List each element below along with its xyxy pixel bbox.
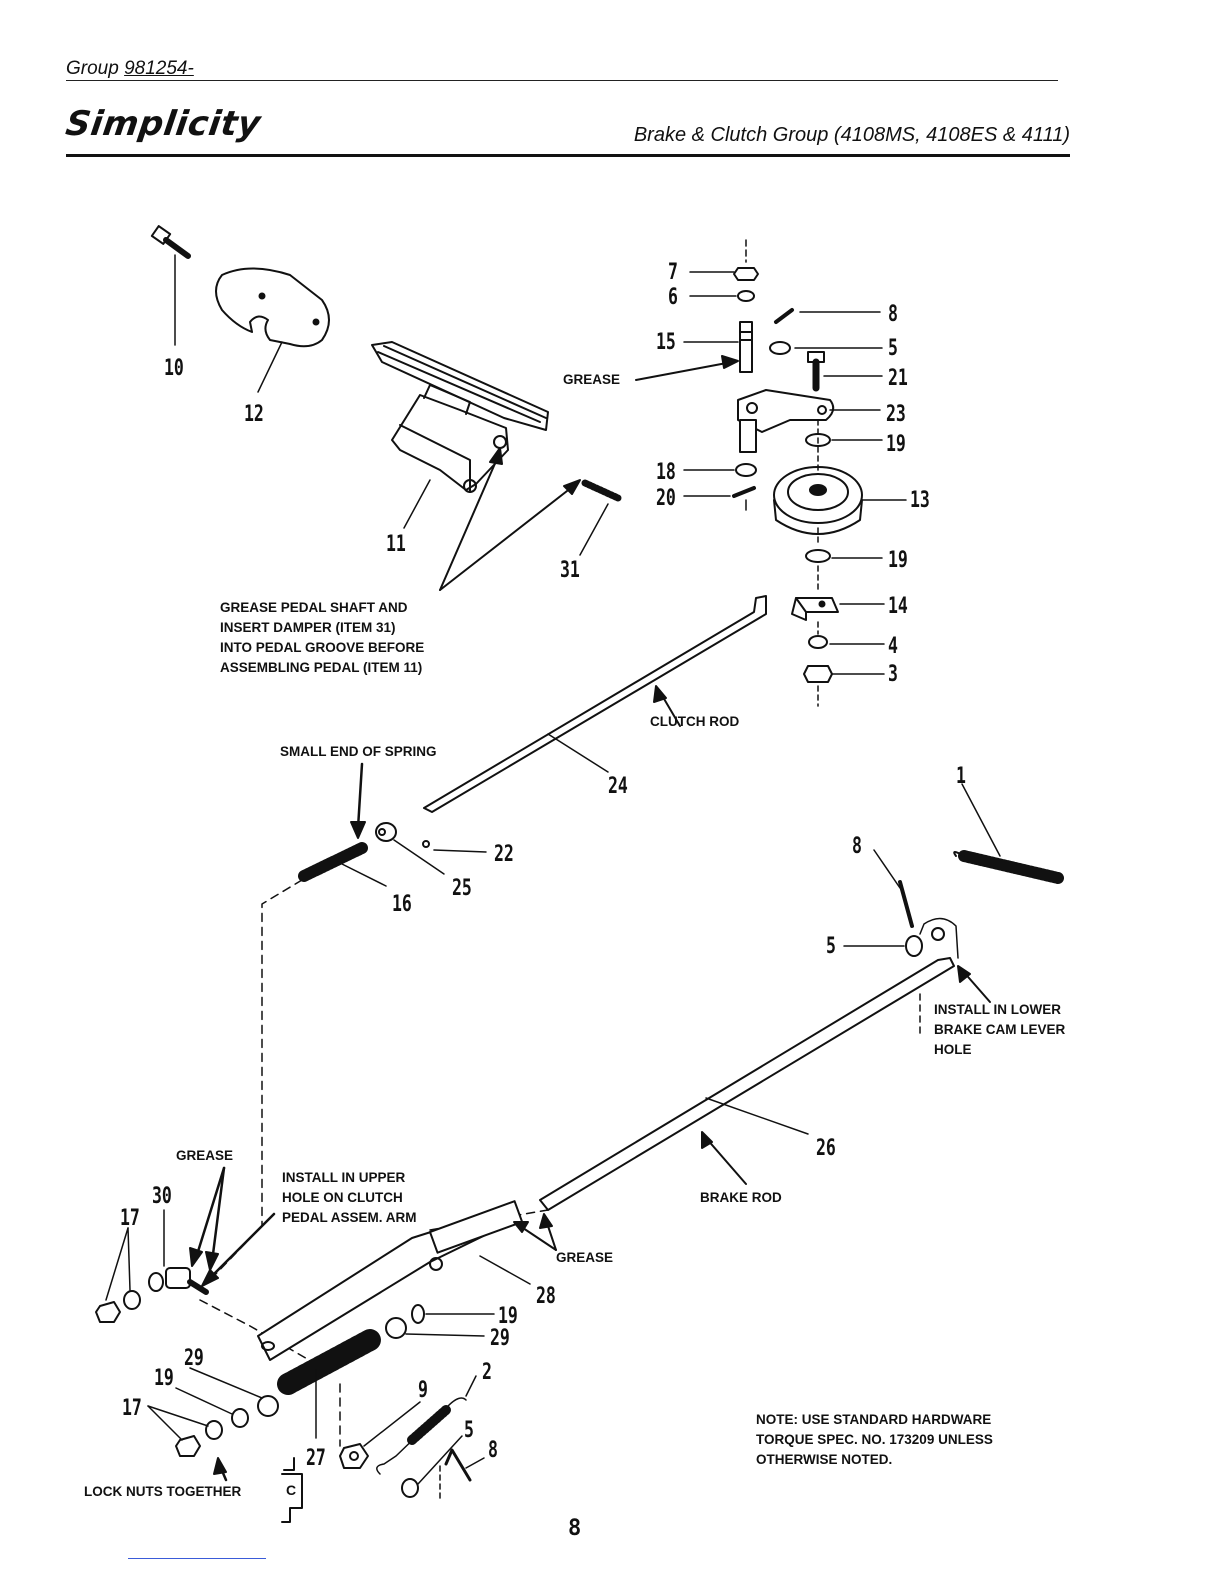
part-10-bolt — [150, 225, 191, 346]
install-upper-callout: INSTALL IN UPPER HOLE ON CLUTCH PEDAL AS… — [282, 1170, 417, 1225]
part-number: 15 — [656, 330, 676, 355]
part-number: 22 — [494, 842, 514, 867]
part-number: 8 — [852, 834, 862, 859]
part-number: 8 — [488, 1438, 498, 1463]
part-number: 25 — [452, 876, 472, 901]
part-number: 11 — [386, 532, 406, 557]
part-number: 17 — [122, 1396, 142, 1421]
part-12-bracket-plate — [215, 267, 330, 393]
small-end-arrow — [350, 762, 366, 839]
part-28-pedal-arm — [257, 1200, 531, 1361]
part-number: 31 — [560, 558, 580, 583]
part-26-brake-rod — [539, 957, 991, 1211]
grease-mid-callout: GREASE — [556, 1250, 614, 1265]
part-number: 18 — [656, 460, 676, 485]
pulley-stack — [635, 239, 907, 707]
part-number: 5 — [464, 1418, 474, 1443]
part-27-spring-lower — [147, 1329, 381, 1482]
part-30-17-cluster — [95, 1166, 276, 1323]
part-number: 13 — [910, 488, 930, 513]
part-number: 5 — [826, 934, 836, 959]
torque-note: NOTE: USE STANDARD HARDWARE TORQUE SPEC.… — [756, 1412, 993, 1467]
part-number: 7 — [668, 260, 678, 285]
part-number: 6 — [668, 285, 678, 310]
part-number: 29 — [184, 1346, 204, 1371]
part-number: 1 — [956, 764, 966, 789]
part-number: 4 — [888, 634, 898, 659]
part-1-spring — [953, 783, 1064, 884]
box-letter: C — [286, 1482, 297, 1498]
part-number: 23 — [886, 402, 906, 427]
page-title: Brake & Clutch Group (4108MS, 4108ES & 4… — [633, 124, 1070, 146]
part-8-5-cam — [843, 849, 959, 1037]
header-rule-thick — [66, 154, 1070, 157]
part-number: 24 — [608, 774, 628, 799]
grease-pedal-callout: GREASE PEDAL SHAFT AND INSERT DAMPER (IT… — [220, 600, 425, 675]
part-9-2-5-8-lower — [339, 1375, 485, 1501]
part-11-clutch-pedal — [371, 341, 549, 529]
small-end-callout: SMALL END OF SPRING — [280, 744, 437, 759]
part-number: 19 — [886, 432, 906, 457]
brake-rod-callout: BRAKE ROD — [700, 1190, 782, 1205]
install-lower-callout: INSTALL IN LOWER BRAKE CAM LEVER HOLE — [934, 1002, 1066, 1057]
group-number: 981254- — [124, 58, 194, 79]
part-24-clutch-rod — [423, 595, 767, 813]
part-number: 5 — [888, 336, 898, 361]
part-number: 9 — [418, 1378, 428, 1403]
part-number: 28 — [536, 1284, 556, 1309]
grease-pedal-arrows — [439, 447, 581, 591]
part-25-collar — [375, 822, 445, 875]
part-number: 29 — [490, 1326, 510, 1351]
part-number: 10 — [164, 356, 184, 381]
part-number: 16 — [392, 892, 412, 917]
part-16-spring — [298, 842, 387, 887]
grease-top-callout: GREASE — [563, 372, 621, 387]
assembly-guide-lines — [199, 879, 549, 1447]
lock-nuts-callout: LOCK NUTS TOGETHER — [84, 1484, 242, 1499]
part-number: 19 — [888, 548, 908, 573]
grease-mid-arrows — [513, 1213, 557, 1251]
part-22-set-screw — [422, 840, 487, 853]
grease-left-callout: GREASE — [176, 1148, 234, 1163]
part-number: 21 — [888, 366, 908, 391]
group-label: Group 981254- — [66, 58, 194, 80]
part-number: 2 — [482, 1360, 492, 1385]
part-number: 17 — [120, 1206, 140, 1231]
part-number: 19 — [154, 1366, 174, 1391]
part-number: 12 — [244, 402, 264, 427]
part-31-damper — [579, 479, 622, 556]
page-number: 8 — [568, 1516, 582, 1541]
part-number: 8 — [888, 302, 898, 327]
part-box-c — [281, 1457, 303, 1523]
group-label-text: Group — [66, 58, 119, 79]
header-rule-thin — [66, 80, 1058, 81]
part-19-29-right — [385, 1304, 495, 1339]
part-number: 14 — [888, 594, 908, 619]
part-number: 27 — [306, 1446, 326, 1471]
part-number: 20 — [656, 486, 676, 511]
part-number: 30 — [152, 1184, 172, 1209]
part-number: 3 — [888, 662, 898, 687]
footer-divider — [128, 1558, 266, 1559]
part-number: 19 — [498, 1304, 518, 1329]
clutch-rod-callout: CLUTCH ROD — [650, 714, 740, 729]
part-number: 26 — [816, 1136, 836, 1161]
